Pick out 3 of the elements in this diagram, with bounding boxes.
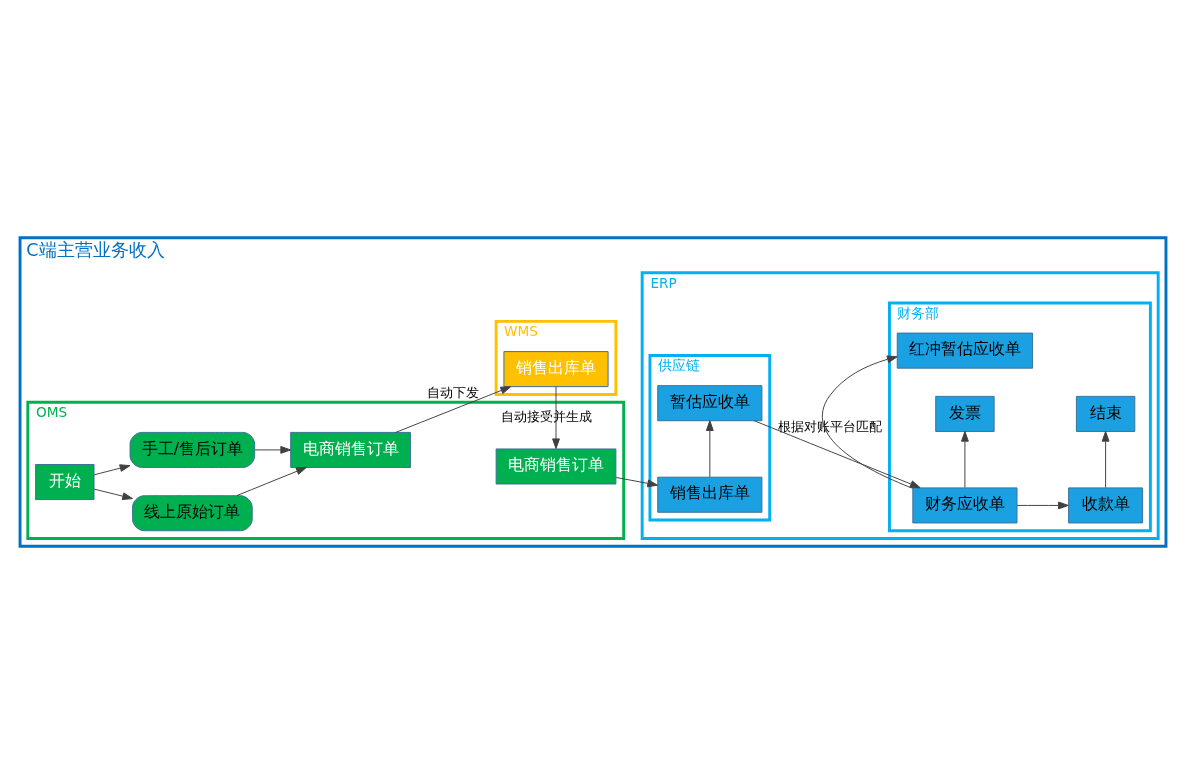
edge-label: 自动下发: [427, 384, 480, 400]
edge-label: 自动接受并生成: [500, 409, 592, 425]
edge-label: 根据对账平台匹配: [777, 418, 882, 434]
